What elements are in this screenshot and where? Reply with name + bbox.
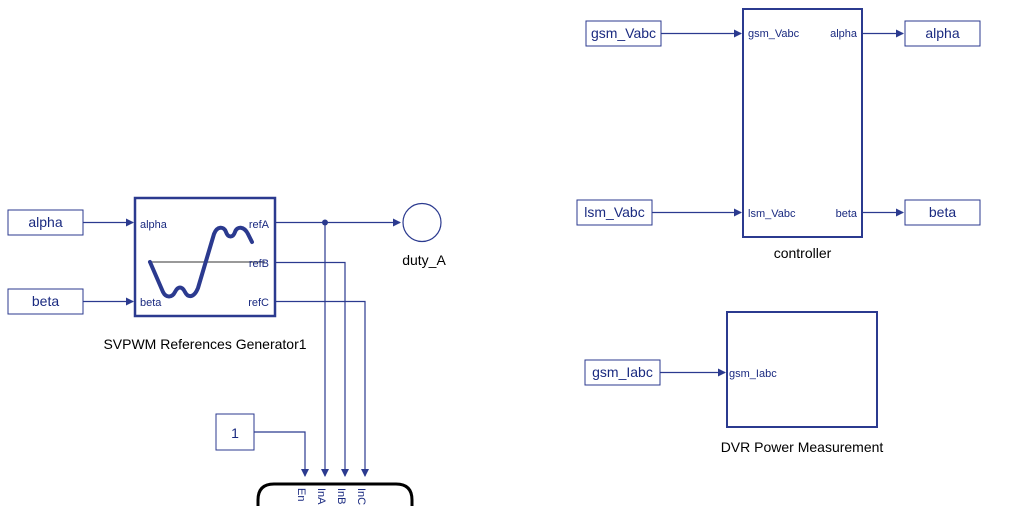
controller-port-beta: beta: [836, 208, 858, 220]
pwm-port-en: En: [295, 488, 307, 501]
pwm-block[interactable]: En InA InB InC: [256, 482, 414, 506]
from-tag-beta[interactable]: beta: [7, 288, 84, 315]
svpwm-caption: SVPWM References Generator1: [103, 336, 306, 352]
goto-tag-alpha[interactable]: alpha: [904, 20, 981, 47]
constant-block[interactable]: 1: [215, 413, 255, 451]
pwm-port-inb: InB: [335, 488, 347, 505]
from-tag-gsm-vabc-label: gsm_Vabc: [591, 25, 656, 41]
wire-refC-to-pwm: [275, 300, 369, 477]
from-tag-lsm-vabc[interactable]: lsm_Vabc: [576, 199, 653, 226]
controller-port-gsm-vabc: gsm_Vabc: [748, 28, 800, 40]
goto-tag-alpha-label: alpha: [925, 25, 959, 41]
svpwm-port-refB: refB: [249, 258, 269, 270]
svpwm-port-refC: refC: [248, 297, 269, 309]
svpwm-port-refA: refA: [249, 219, 270, 231]
svpwm-waveform-icon: [148, 225, 254, 299]
duty-a-outport[interactable]: [402, 202, 442, 243]
from-tag-gsm-vabc[interactable]: gsm_Vabc: [585, 20, 662, 47]
from-tag-alpha[interactable]: alpha: [7, 209, 84, 236]
svpwm-block[interactable]: alpha beta refA refB refC: [133, 196, 277, 318]
dvr-port-gsm-iabc: gsm_Iabc: [729, 368, 777, 380]
from-tag-beta-label: beta: [32, 293, 59, 309]
dvr-caption: DVR Power Measurement: [721, 439, 884, 455]
from-tag-alpha-label: alpha: [28, 214, 62, 230]
controller-port-alpha: alpha: [830, 28, 858, 40]
svpwm-port-beta: beta: [140, 297, 162, 309]
from-tag-gsm-iabc-label: gsm_Iabc: [592, 364, 653, 380]
controller-block[interactable]: gsm_Vabc lsm_Vabc alpha beta: [742, 8, 863, 238]
goto-tag-beta[interactable]: beta: [904, 199, 981, 226]
controller-port-lsm-vabc: lsm_Vabc: [748, 208, 796, 220]
pwm-port-ina: InA: [315, 488, 327, 505]
from-tag-lsm-vabc-label: lsm_Vabc: [584, 204, 644, 220]
svpwm-port-alpha: alpha: [140, 219, 168, 231]
controller-caption: controller: [774, 245, 832, 261]
from-tag-gsm-iabc[interactable]: gsm_Iabc: [584, 359, 661, 386]
wire-refB-to-pwm: [275, 261, 349, 477]
goto-tag-beta-label: beta: [929, 204, 956, 220]
wire-const-to-en: [254, 431, 309, 477]
constant-value: 1: [231, 425, 239, 441]
pwm-port-inc: InC: [355, 488, 367, 505]
dvr-power-measurement-block[interactable]: gsm_Iabc: [726, 311, 878, 428]
duty-a-label: duty_A: [402, 252, 446, 268]
